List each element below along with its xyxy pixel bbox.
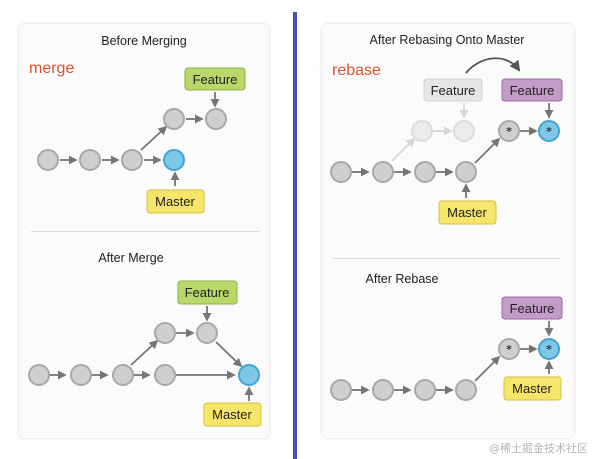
master-label: Master xyxy=(438,200,497,225)
rebased-marker: * xyxy=(506,125,512,138)
after-rebase-title: After Rebase xyxy=(366,272,439,286)
rebase-panel-divider xyxy=(333,258,561,259)
commit-arrow xyxy=(474,355,501,382)
commit-node xyxy=(70,364,92,386)
svg-text:Feature: Feature xyxy=(193,72,238,87)
rebased-marker: * xyxy=(546,343,552,356)
svg-text:Master: Master xyxy=(512,381,552,396)
merge-arrow xyxy=(215,341,243,368)
commit-node xyxy=(79,149,101,171)
svg-text:Master: Master xyxy=(155,194,195,209)
rebased-commit-node xyxy=(538,120,560,142)
feature-commit-node xyxy=(196,322,218,344)
watermark: @稀土掘金技术社区 xyxy=(489,441,588,455)
commit-node xyxy=(372,379,394,401)
rebased-commit-node xyxy=(498,338,520,360)
rebased-marker: * xyxy=(506,343,512,356)
master-commit-node xyxy=(163,149,185,171)
rebase-word: rebase xyxy=(332,62,381,79)
feature-commit-node xyxy=(205,108,227,130)
master-label: Master xyxy=(146,189,205,214)
commit-arrow xyxy=(474,137,501,164)
commit-node xyxy=(154,364,176,386)
feature-commit-node xyxy=(163,108,185,130)
before-merging-title: Before Merging xyxy=(101,34,187,48)
rebase-move-arrow xyxy=(465,57,521,74)
merge-word: merge xyxy=(29,60,74,77)
master-commit-node xyxy=(455,161,477,183)
old-feature-label: Feature xyxy=(423,78,483,102)
feature-label: Feature xyxy=(501,296,563,320)
commit-node xyxy=(414,379,436,401)
commit-node xyxy=(37,149,59,171)
commit-arrow xyxy=(140,125,168,151)
commit-node xyxy=(112,364,134,386)
merge-panel-divider xyxy=(31,231,259,232)
feature-commit-node xyxy=(154,322,176,344)
svg-text:Feature: Feature xyxy=(510,83,555,98)
commit-node xyxy=(330,379,352,401)
svg-text:Feature: Feature xyxy=(431,83,476,98)
old-feature-commit-node xyxy=(411,120,433,142)
vertical-divider xyxy=(293,12,297,459)
commit-node xyxy=(455,379,477,401)
commit-node xyxy=(372,161,394,183)
svg-text:Master: Master xyxy=(447,205,487,220)
rebased-commit-node xyxy=(498,120,520,142)
commit-node xyxy=(121,149,143,171)
old-commit-arrow xyxy=(391,137,416,162)
commit-node xyxy=(28,364,50,386)
master-label: Master xyxy=(203,402,262,427)
after-merge-title: After Merge xyxy=(98,251,163,265)
svg-text:Master: Master xyxy=(212,407,252,422)
svg-text:Feature: Feature xyxy=(185,285,230,300)
svg-text:Feature: Feature xyxy=(510,301,555,316)
feature-label: Feature xyxy=(501,78,563,102)
after-rebasing-title: After Rebasing Onto Master xyxy=(370,33,525,47)
feature-label: Feature xyxy=(184,67,246,91)
commit-node xyxy=(330,161,352,183)
rebased-commit-node xyxy=(538,338,560,360)
commit-arrow xyxy=(130,339,159,366)
commit-node xyxy=(414,161,436,183)
rebased-marker: * xyxy=(546,125,552,138)
master-label: Master xyxy=(503,376,562,401)
merge-commit-node xyxy=(238,364,260,386)
feature-label: Feature xyxy=(177,280,238,305)
old-feature-commit-node xyxy=(453,120,475,142)
